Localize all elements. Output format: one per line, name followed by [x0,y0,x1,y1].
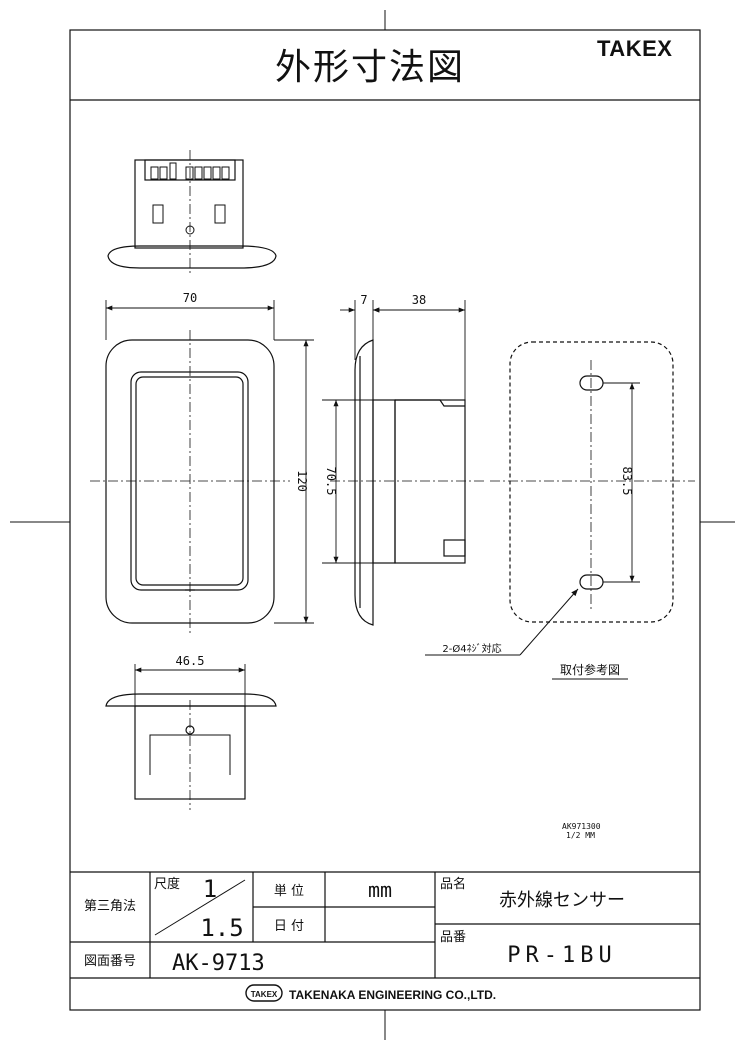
top-view [107,150,277,275]
scale-denominator: 1.5 [200,914,243,942]
scale-label: 尺度 [154,876,180,892]
product-no-label: 品番 [440,930,466,945]
brand-logo: TAKEX [597,36,673,61]
centering-marks [10,10,735,1040]
side-view [330,339,485,626]
mounting-view [425,341,695,656]
dimension-lines [105,300,640,706]
scale-numerator: 1 [203,875,217,903]
screw-note: 2-Ø4ﾈｼﾞ対応 [442,642,501,655]
bottom-view [105,693,277,810]
date-label: 日 付 [274,919,304,934]
unit-value: mm [368,878,392,902]
drawing-scale: 1/2 MM [566,831,595,840]
product-name-label: 品名 [440,876,466,892]
dim-bottom-width: 46.5 [176,654,205,668]
dim-body: 38 [412,293,426,307]
company-name: TAKENAKA ENGINEERING CO.,LTD. [289,988,496,1002]
dimension-texts: 70 120 7 38 70.5 46.5 83.5 [176,291,634,668]
dim-plate: 7 [360,293,367,307]
product-number: PR-1BU [507,943,616,968]
dim-inner-height: 70.5 [324,467,338,496]
product-name: 赤外線センサー [499,890,625,911]
sheet-border [69,29,701,1011]
front-view [90,330,290,635]
company-badge: TAKEX [251,990,278,999]
dim-mount-pitch: 83.5 [620,467,634,496]
page-title: 外形寸法図 [274,47,465,88]
title-block-grid [70,871,700,1002]
projection-label: 第三角法 [84,899,136,914]
drawing-number: AK-9713 [172,951,265,976]
drawing-no-label: 図面番号 [84,954,136,969]
mount-ref-label: 取付参考図 [560,662,620,677]
drawing-code: AK971300 [562,822,601,831]
dim-width: 70 [183,291,197,305]
dim-height: 120 [295,470,309,492]
unit-label: 単 位 [274,883,304,899]
